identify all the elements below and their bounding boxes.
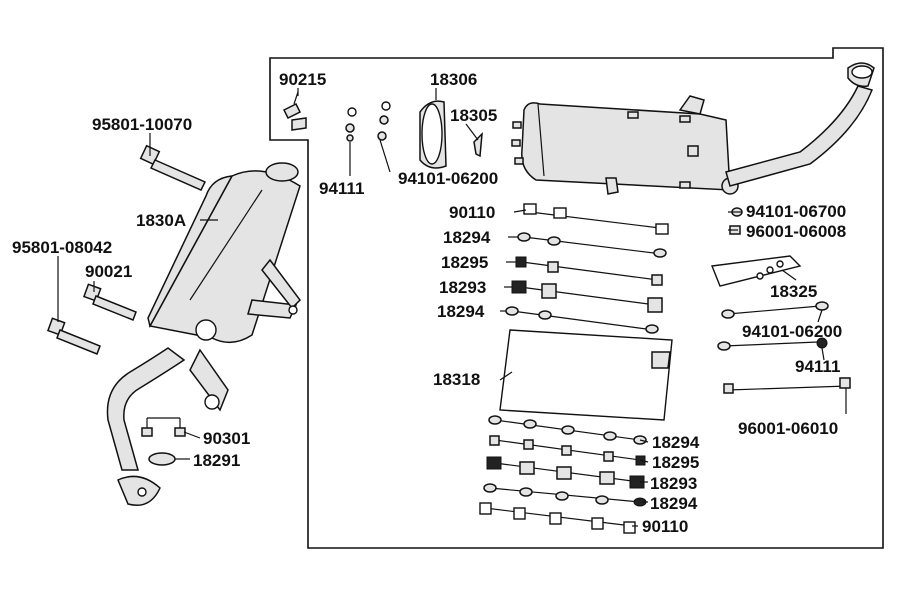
- label-18294-d: 18294: [650, 494, 698, 513]
- screws-94101-06200-top: [377, 101, 391, 173]
- bolts-90301: [141, 417, 186, 437]
- bracket-18325: [711, 255, 802, 287]
- row-90110-top: [523, 203, 669, 235]
- screws-94111-top: [345, 107, 357, 176]
- label-18318: 18318: [433, 370, 480, 389]
- label-18294-a: 18294: [443, 228, 491, 247]
- part-labels: 95801-10070 1830A 95801-08042 90021 9030…: [12, 70, 846, 536]
- label-18291: 18291: [193, 451, 240, 470]
- inset-muffler-assembly: [282, 62, 875, 195]
- hardware-rows-lower: [479, 415, 647, 534]
- exhaust-pipe-left: [106, 347, 186, 506]
- exhaust-pipe-inset: [725, 62, 875, 187]
- row-18295-b: [489, 435, 646, 466]
- bolts-96001-06010: [723, 377, 851, 394]
- label-18293-a: 18293: [439, 278, 486, 297]
- label-95801-08042: 95801-08042: [12, 238, 112, 257]
- muffler-body-inset: [511, 95, 739, 195]
- label-18294-c: 18294: [652, 433, 700, 452]
- label-96001-06008: 96001-06008: [746, 222, 846, 241]
- label-90021: 90021: [85, 262, 132, 281]
- label-18293-b: 18293: [650, 474, 697, 493]
- muffler-1830A: [147, 162, 301, 412]
- label-90110-top: 90110: [449, 203, 495, 222]
- label-96001-06010: 96001-06010: [738, 419, 838, 438]
- row-18294-a: [517, 232, 667, 258]
- label-94101-06200-right: 94101-06200: [742, 322, 842, 341]
- row-18294-d: [483, 483, 647, 507]
- row-18295-a: [515, 256, 663, 286]
- bolt-90021: [83, 283, 137, 321]
- gasket-18291: [148, 452, 176, 466]
- row-18294-b: [505, 306, 659, 334]
- label-18295-b: 18295: [652, 453, 699, 472]
- label-94101-06200-top: 94101-06200: [398, 169, 498, 188]
- label-94111-right: 94111: [795, 357, 840, 376]
- label-18306: 18306: [430, 70, 477, 89]
- row-18293-a: [511, 280, 663, 313]
- label-18294-b: 18294: [437, 302, 485, 321]
- leader-lines: [57, 88, 847, 527]
- label-94101-06700: 94101-06700: [746, 202, 846, 221]
- label-18305: 18305: [450, 106, 497, 125]
- label-90301: 90301: [203, 429, 250, 448]
- row-18293-b: [486, 456, 645, 489]
- end-cap-18306: [419, 100, 447, 169]
- screws-94101-06200-right: [721, 301, 829, 319]
- inset-frame: [269, 47, 884, 549]
- label-95801-10070: 95801-10070: [92, 115, 192, 134]
- row-18294-c: [488, 415, 647, 445]
- heat-shield-18318: [499, 329, 673, 421]
- clips-90215: [282, 91, 307, 131]
- label-94111-top: 94111: [319, 179, 364, 198]
- label-1830A: 1830A: [136, 211, 186, 230]
- label-18325: 18325: [770, 282, 817, 301]
- bracket-18305: [473, 132, 483, 158]
- left-muffler-assembly: [47, 144, 301, 506]
- label-90215: 90215: [279, 70, 326, 89]
- bolt-95801-08042: [47, 317, 101, 355]
- label-90110-bottom: 90110: [642, 517, 688, 536]
- label-18295-a: 18295: [441, 253, 488, 272]
- hardware-rows-upper: [505, 203, 669, 334]
- row-90110-bottom: [479, 502, 636, 534]
